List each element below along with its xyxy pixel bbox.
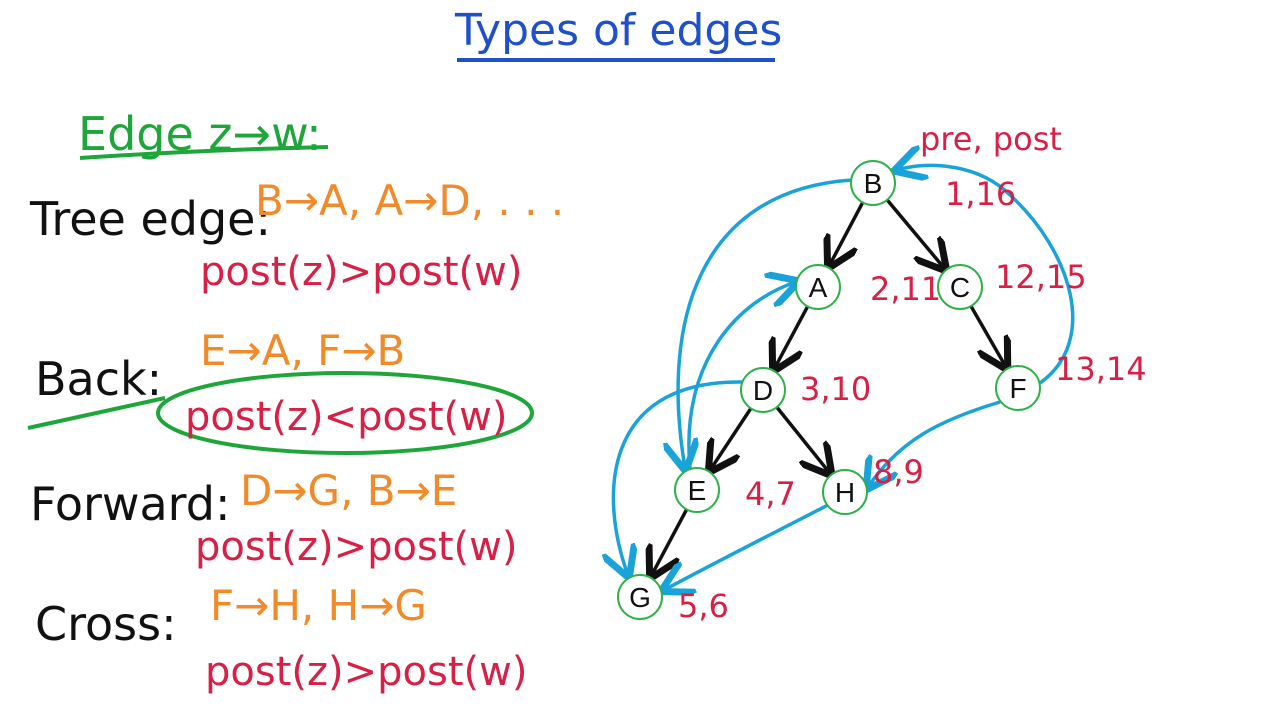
node-E	[674, 467, 720, 513]
graph-header: pre, post	[920, 120, 1062, 158]
section-rule-cross: post(z)>post(w)	[205, 649, 527, 695]
node-pre-post: 5,6	[678, 587, 729, 625]
non-tree-edge-H-G	[664, 503, 829, 590]
section-name-forward: Forward:	[30, 477, 231, 531]
section-examples-cross: F→H, H→G	[210, 581, 427, 630]
node-G	[617, 574, 663, 620]
non-tree-edge-B-E	[678, 178, 853, 468]
node-label: F	[1009, 373, 1026, 404]
non-tree-edge-D-G	[613, 380, 743, 575]
tree-edge-D-H	[775, 406, 830, 473]
node-pre-post: 8,9	[873, 453, 924, 491]
node-label: C	[950, 272, 970, 303]
node-D	[740, 367, 786, 413]
section-name-cross: Cross:	[35, 597, 177, 651]
node-label: E	[688, 475, 707, 506]
node-label: G	[629, 582, 651, 613]
section-rule-back: post(z)<post(w)	[185, 394, 507, 440]
section-examples-back: E→A, F→B	[200, 326, 405, 375]
page-title: Types of edges	[454, 5, 782, 56]
dfs-graph: B 1,16A 2,11 C 12,15D 3,10 F 13,14E 4,7 H 8,9G 5,6	[613, 160, 1147, 625]
node-H	[822, 469, 868, 515]
tree-edge-B-A	[829, 201, 865, 265]
node-label: H	[835, 477, 855, 508]
node-B	[850, 160, 896, 206]
heading-underline	[79, 145, 329, 160]
node-pre-post: 1,16	[945, 175, 1016, 213]
section-examples-tree: B→A, A→D, . . .	[255, 176, 564, 225]
node-C	[937, 264, 983, 310]
section-examples-forward: D→G, B→E	[240, 466, 457, 515]
tree-edge-A-D	[774, 305, 810, 368]
tree-edge-B-C	[885, 198, 944, 269]
non-tree-edge-F-B	[897, 165, 1075, 385]
section-rule-forward: post(z)>post(w)	[195, 524, 517, 570]
back-underline	[27, 396, 166, 430]
node-F	[995, 365, 1041, 411]
section-rule-tree: post(z)>post(w)	[200, 249, 522, 295]
tree-edge-C-F	[969, 305, 1006, 367]
section-name-back: Back:	[35, 352, 162, 406]
node-A	[795, 264, 841, 310]
node-label: D	[753, 375, 773, 406]
node-label: A	[809, 272, 828, 303]
back-rule-circle	[156, 371, 534, 455]
tree-edge-E-G	[651, 508, 689, 575]
node-pre-post: 13,14	[1055, 350, 1147, 388]
node-label: B	[864, 168, 883, 199]
node-pre-post: 4,7	[745, 475, 796, 513]
node-pre-post: 3,10	[800, 370, 871, 408]
tree-edge-D-E	[710, 407, 753, 470]
node-pre-post: 2,11	[870, 270, 941, 308]
non-tree-edge-F-H	[868, 400, 1001, 487]
section-name-tree: Tree edge:	[29, 192, 271, 246]
non-tree-edge-E-A	[687, 282, 796, 469]
node-pre-post: 12,15	[995, 258, 1087, 296]
